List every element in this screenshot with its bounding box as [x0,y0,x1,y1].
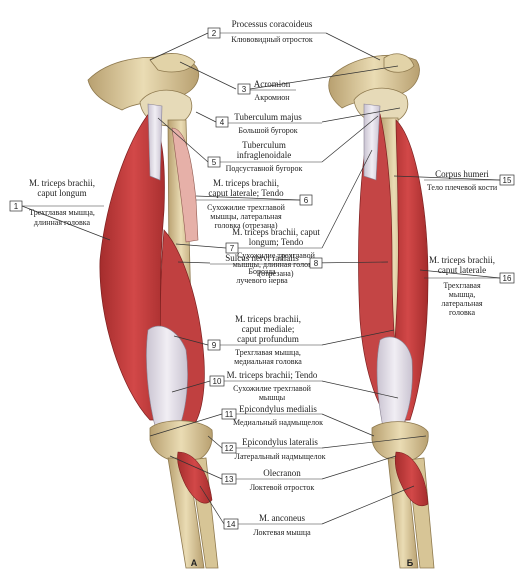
svg-text:16: 16 [503,274,512,283]
svg-text:Tuberculum: Tuberculum [242,140,286,150]
svg-text:головка: головка [449,308,476,317]
svg-text:M. anconeus: M. anconeus [259,513,305,523]
svg-text:4: 4 [220,118,225,127]
svg-text:M. triceps brachii,: M. triceps brachii, [29,178,95,188]
anconeus-muscle-b [394,451,429,506]
svg-text:Tuberculum majus: Tuberculum majus [234,112,302,122]
label-16: 16 M. triceps brachii, caput laterale Тр… [424,255,515,317]
svg-text:1: 1 [14,202,19,211]
svg-text:caput laterale: caput laterale [438,265,486,275]
svg-text:головка (отрезана): головка (отрезана) [214,221,277,230]
svg-text:6: 6 [304,196,309,205]
svg-text:Латеральный надмыщелок: Латеральный надмыщелок [235,452,326,461]
label-6: 6 M. triceps brachii, caput laterale; Te… [196,178,313,230]
panel-label-b: Б [407,558,414,568]
svg-text:infraglenoidale: infraglenoidale [237,150,291,160]
lateral-head-cut-a [171,127,199,243]
svg-text:Большой бугорок: Большой бугорок [238,126,297,135]
label-11: 11 Epicondylus medialis Медиальный надмы… [221,404,323,427]
panel-label-a: А [191,558,198,568]
svg-text:мышца,: мышца, [449,290,475,299]
svg-text:Сухожилие трехглавой: Сухожилие трехглавой [207,203,285,212]
svg-text:латеральная: латеральная [441,299,482,308]
svg-text:M. triceps brachii,: M. triceps brachii, [235,314,301,324]
label-7: 7 M. triceps brachii, caput longum; Tend… [225,227,322,278]
svg-text:мышцы: мышцы [259,393,286,402]
svg-text:медиальная головка: медиальная головка [234,357,302,366]
svg-text:Acromion: Acromion [254,79,291,89]
svg-text:15: 15 [503,176,512,185]
svg-text:8: 8 [314,259,319,268]
label-3: 3 Acromion Акромион [237,79,296,102]
label-8: 8 Sulcus nervi radialis Борозда лучевого… [210,253,323,285]
svg-text:Локтевая мышца: Локтевая мышца [253,528,311,537]
svg-text:(отрезана): (отрезана) [258,269,293,278]
svg-text:M. triceps brachii,: M. triceps brachii, [213,178,279,188]
svg-text:мышцы, длинная головка: мышцы, длинная головка [233,260,320,269]
label-2: 2 Processus coracoideus Клювовидный отро… [207,19,326,44]
leader-lines [21,32,501,525]
svg-text:Processus coracoideus: Processus coracoideus [232,19,313,29]
svg-text:Клювовидный отросток: Клювовидный отросток [231,35,313,44]
svg-text:5: 5 [212,158,217,167]
svg-text:3: 3 [242,85,247,94]
svg-text:M. triceps brachii, caput: M. triceps brachii, caput [232,227,320,237]
svg-text:11: 11 [225,410,234,419]
svg-text:14: 14 [227,520,236,529]
svg-text:longum; Tendo: longum; Tendo [249,237,304,247]
svg-text:Борозда: Борозда [248,267,276,276]
svg-text:Подсуставной бугорок: Подсуставной бугорок [226,164,303,173]
label-14: 14 M. anconeus Локтевая мышца [223,513,322,537]
svg-text:12: 12 [225,444,234,453]
label-1: 1 M. triceps brachii, caput longum Трехг… [9,178,104,227]
svg-text:Трехглавая мышца,: Трехглавая мышца, [235,348,301,357]
elbow-b [371,421,429,463]
long-head-tendon-b [363,103,381,181]
anconeus-muscle-a [177,451,213,504]
label-13: 13 Olecranon Локтевой отросток [221,468,322,492]
svg-text:13: 13 [225,475,234,484]
svg-text:Локтевой отросток: Локтевой отросток [250,483,315,492]
svg-text:Тело плечевой кости: Тело плечевой кости [427,183,498,192]
label-9: 9 M. triceps brachii, caput mediale; cap… [207,314,322,366]
svg-text:9: 9 [212,341,217,350]
svg-text:caput longum: caput longum [37,188,86,198]
svg-text:Трехглавая мышца,: Трехглавая мышца, [29,208,95,217]
svg-text:Трехглавая: Трехглавая [443,281,481,290]
svg-text:7: 7 [230,244,235,253]
svg-text:мышцы, латеральная: мышцы, латеральная [210,212,282,221]
svg-text:M. triceps brachii; Tendo: M. triceps brachii; Tendo [227,370,318,380]
svg-text:лучевого нерва: лучевого нерва [236,276,288,285]
svg-text:Медиальный надмыщелок: Медиальный надмыщелок [233,418,323,427]
long-head-tendon-a [147,103,163,181]
acromion-b [383,53,415,73]
svg-text:M. triceps brachii,: M. triceps brachii, [429,255,495,265]
label-5: 5 Tuberculum infraglenoidale Подсуставно… [207,140,322,173]
svg-text:Corpus humeri: Corpus humeri [435,169,489,179]
svg-text:Epicondylus medialis: Epicondylus medialis [239,404,317,414]
svg-text:Акромион: Акромион [254,93,290,102]
label-4: 4 Tuberculum majus Большой бугорок [215,112,322,135]
svg-text:10: 10 [213,377,222,386]
label-10: 10 M. triceps brachii; Tendo Сухожилие т… [209,370,322,402]
svg-text:2: 2 [212,29,217,38]
svg-text:Sulcus nervi radialis: Sulcus nervi radialis [225,253,299,263]
acromion-a [149,53,196,73]
arm-illustration-b [328,53,435,569]
svg-text:caput mediale;: caput mediale; [242,324,295,334]
label-15: 15 Corpus humeri Тело плечевой кости [424,169,515,192]
svg-text:Сухожилие трехглавой: Сухожилие трехглавой [233,384,311,393]
svg-text:caput laterale; Tendo: caput laterale; Tendo [208,188,284,198]
label-12: 12 Epicondylus lateralis Латеральный над… [221,437,326,461]
arm-illustration-a [87,53,219,569]
triceps-tendon-a [146,325,188,431]
svg-text:caput profundum: caput profundum [237,334,299,344]
svg-text:Сухожилие трехглавой: Сухожилие трехглавой [237,251,315,260]
triceps-tendon-b [376,336,413,433]
svg-text:длинная головка: длинная головка [34,218,91,227]
svg-text:Olecranon: Olecranon [263,468,301,478]
svg-text:Epicondylus lateralis: Epicondylus lateralis [242,437,318,447]
